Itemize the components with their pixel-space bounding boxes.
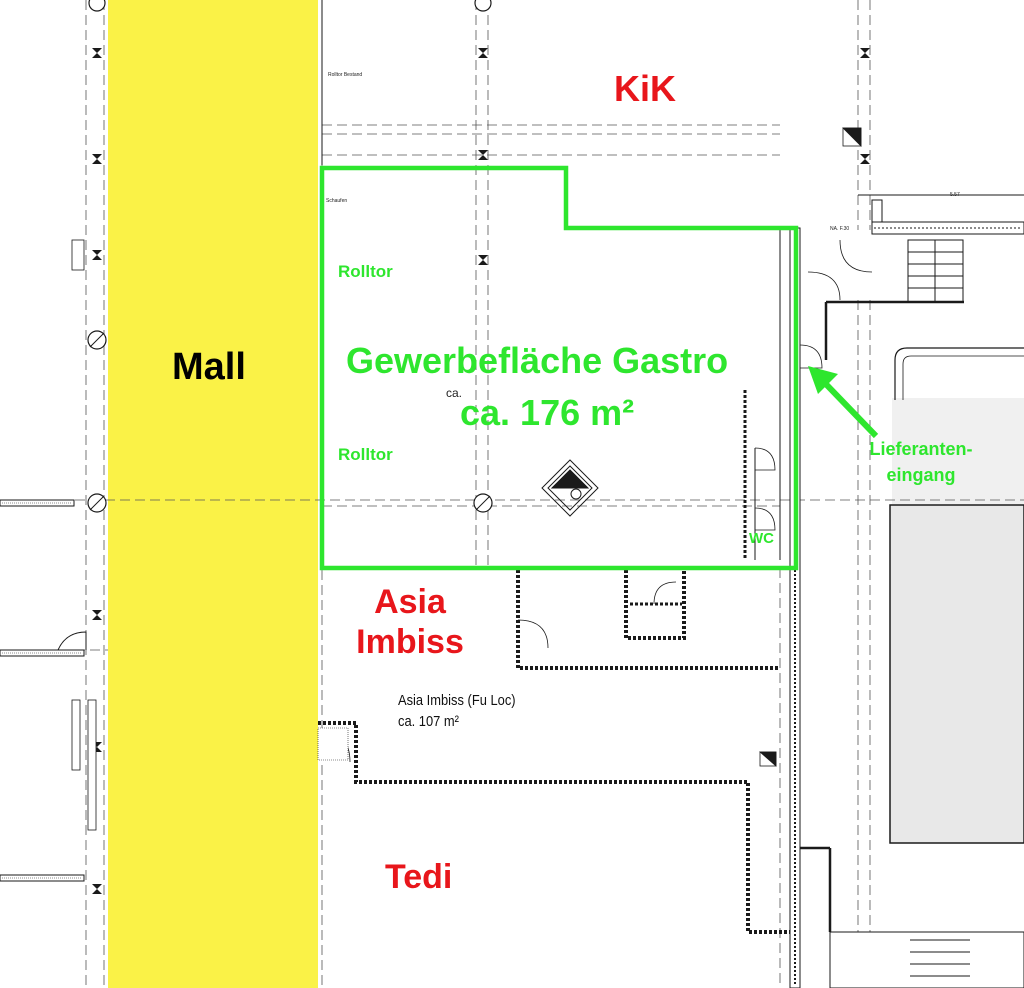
ca-small-label: ca. (446, 386, 463, 400)
grey-building-block (889, 504, 1024, 844)
outline-curve-right-2 (902, 355, 1024, 400)
grey-upper-block (892, 398, 1024, 504)
mall-area (108, 0, 318, 988)
gastro-title: Gewerbefläche Gastro (346, 340, 729, 381)
section-tags (71, 239, 97, 831)
section-markers (758, 127, 862, 767)
dimension-557: 5.57 (950, 192, 960, 198)
tedi-boundary (317, 721, 790, 934)
delivery-entrance-label: Lieferanten- eingang (848, 436, 994, 488)
delivery-entrance-line2: eingang (886, 465, 956, 485)
kik-walls (321, 0, 1024, 235)
stairs-bottom-right (800, 846, 1024, 988)
asia-plan-title: Asia Imbiss (Fu Loc) (398, 692, 516, 709)
asia-imbiss-line1: Asia (374, 583, 446, 621)
stairs-top-right (807, 239, 964, 360)
rolltor-label-top: Rolltor (338, 262, 393, 281)
gastro-outline (319, 165, 799, 571)
asia-imbiss-label: Asia Imbiss (340, 582, 480, 662)
asia-plan-area: ca. 107 m² (398, 713, 459, 730)
fire-rating-note: NA. F.30 (830, 226, 850, 232)
level-diamond-symbol (541, 459, 599, 517)
wc-block (743, 390, 776, 560)
outline-curve-right (894, 347, 1024, 400)
mall-label: Mall (172, 346, 246, 388)
kik-label: KiK (614, 68, 676, 109)
asia-imbiss-walls (516, 570, 780, 670)
rolltor-bestand-note: Rolltor Bestand (328, 72, 363, 78)
right-wall (779, 227, 823, 988)
delivery-arrow (808, 366, 879, 439)
delivery-entrance-line1: Lieferanten- (869, 439, 973, 459)
tedi-label: Tedi (385, 858, 453, 896)
schaufen-note: Schaufen (326, 198, 348, 204)
asia-imbiss-line2: Imbiss (356, 623, 464, 661)
gastro-area: ca. 176 m² (460, 392, 635, 433)
left-walls (0, 499, 87, 882)
column-symbols (92, 48, 870, 894)
wc-label: WC (749, 530, 774, 547)
rolltor-label-bottom: Rolltor (338, 445, 393, 464)
